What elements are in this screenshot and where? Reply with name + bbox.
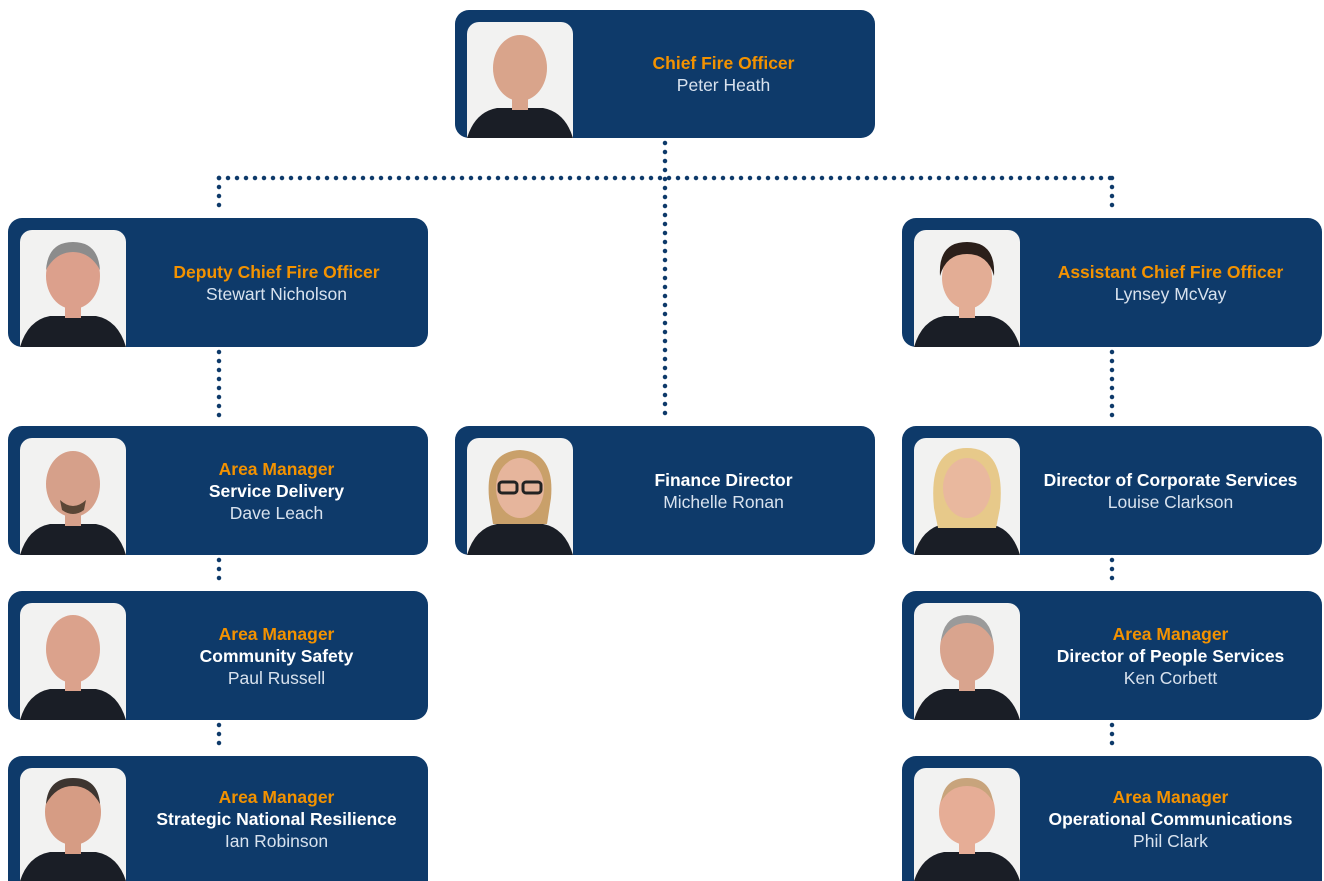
- card-role: Chief Fire Officer: [652, 53, 795, 73]
- org-card-chief-fire-officer: Chief Fire Officer Peter Heath: [455, 10, 875, 138]
- org-card-assistant-chief-fire-officer: Assistant Chief Fire Officer Lynsey McVa…: [902, 218, 1322, 347]
- card-name: Lynsey McVay: [1114, 283, 1227, 304]
- person-photo: [914, 438, 1020, 555]
- card-role: Area Manager: [218, 458, 335, 479]
- org-card-area-manager-community-safety: Area Manager Community Safety Paul Russe…: [8, 591, 428, 720]
- org-card-deputy-chief-fire-officer: Deputy Chief Fire Officer Stewart Nichol…: [8, 218, 428, 347]
- card-name: Paul Russell: [227, 667, 326, 688]
- card-name: Louise Clarkson: [1107, 491, 1234, 512]
- card-name: Ian Robinson: [224, 830, 329, 851]
- card-name: Stewart Nicholson: [205, 283, 348, 304]
- card-role: Assistant Chief Fire Officer: [1057, 261, 1284, 282]
- person-photo: [20, 230, 126, 347]
- card-name: Peter Heath: [676, 75, 771, 95]
- card-title: Director of Corporate Services: [1043, 469, 1298, 490]
- person-photo: [20, 603, 126, 720]
- card-role: Area Manager: [218, 623, 335, 644]
- person-photo: [467, 438, 573, 555]
- card-title: Director of People Services: [1056, 645, 1285, 666]
- card-name: Ken Corbett: [1123, 667, 1218, 688]
- card-role: Area Manager: [218, 786, 335, 807]
- person-photo: [914, 230, 1020, 347]
- org-card-area-manager-strategic-national-resilience: Area Manager Strategic National Resilien…: [8, 756, 428, 881]
- card-role: Deputy Chief Fire Officer: [173, 261, 380, 282]
- person-photo: [914, 768, 1020, 881]
- card-title: Operational Communications: [1048, 808, 1293, 829]
- card-title: Strategic National Resilience: [156, 808, 397, 829]
- card-role: Area Manager: [1112, 623, 1229, 644]
- card-title: Service Delivery: [208, 480, 345, 501]
- card-name: Michelle Ronan: [663, 491, 784, 512]
- org-card-area-manager-service-delivery: Area Manager Service Delivery Dave Leach: [8, 426, 428, 555]
- person-photo: [914, 603, 1020, 720]
- card-title: Community Safety: [199, 645, 354, 666]
- card-name: Phil Clark: [1133, 830, 1208, 851]
- org-card-area-manager-operational-communications: Area Manager Operational Communications …: [902, 756, 1322, 881]
- org-card-director-of-corporate-services: Director of Corporate Services Louise Cl…: [902, 426, 1322, 555]
- card-name: Dave Leach: [229, 502, 324, 523]
- person-photo: [20, 768, 126, 881]
- org-card-area-manager-director-of-people-services: Area Manager Director of People Services…: [902, 591, 1322, 720]
- card-title: Finance Director: [654, 469, 793, 490]
- card-role: Area Manager: [1112, 786, 1229, 807]
- person-photo: [20, 438, 126, 555]
- org-card-finance-director: Finance Director Michelle Ronan: [455, 426, 875, 555]
- person-photo: [467, 22, 573, 138]
